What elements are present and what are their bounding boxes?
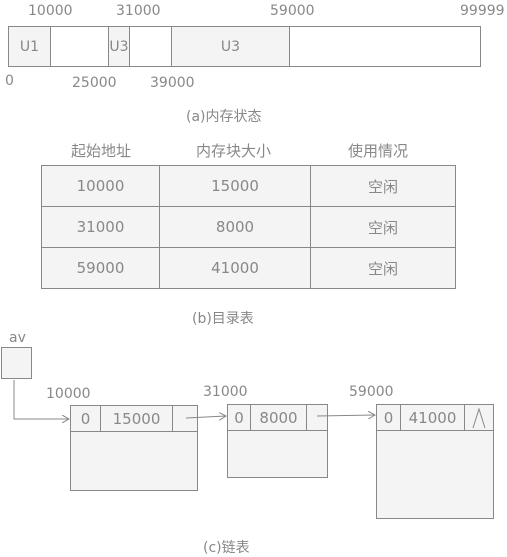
memory-bar: U1 U3 U3: [8, 26, 481, 67]
node2-to-node3-arrow: [316, 415, 375, 416]
list-node: 0 41000: [376, 404, 494, 519]
memory-free-block-1: [51, 27, 109, 66]
node-address-label: 10000: [46, 386, 91, 402]
table-cell: 15000: [159, 165, 311, 207]
memory-top-label-99999: 99999: [460, 3, 505, 19]
directory-header-start-address: 起始地址: [71, 142, 132, 160]
directory-table: 10000 15000 空闲 31000 8000 空闲 59000 41000…: [41, 165, 456, 289]
node-tag-field: 0: [228, 405, 251, 430]
null-link-field: [465, 405, 493, 430]
node-size-field: 41000: [401, 405, 465, 430]
table-cell: 空闲: [310, 165, 456, 207]
table-cell: 空闲: [310, 247, 456, 289]
node1-to-node2-arrow: [185, 416, 226, 418]
table-cell: 31000: [41, 206, 160, 248]
table-row: 10000 15000 空闲: [41, 165, 456, 207]
directory-header-usage: 使用情况: [348, 142, 409, 160]
table-cell: 空闲: [310, 206, 456, 248]
memory-bottom-label-25000: 25000: [72, 75, 117, 91]
list-node: 0 8000: [227, 404, 328, 478]
memory-top-label-31000: 31000: [116, 3, 161, 19]
caption-directory-table: (b)目录表: [192, 311, 254, 327]
caption-linked-list: (c)链表: [203, 540, 250, 556]
head-pointer-label: av: [9, 330, 26, 346]
list-node: 0 15000: [70, 405, 198, 491]
memory-free-block-2: [130, 27, 172, 66]
node-size-field: 8000: [251, 405, 307, 430]
directory-header-block-size: 内存块大小: [196, 142, 272, 160]
null-pointer-icon: [472, 406, 486, 428]
table-row: 59000 41000 空闲: [41, 247, 456, 289]
node-size-field: 15000: [101, 406, 173, 431]
head-to-node1-arrow: [13, 380, 69, 419]
table-row: 31000 8000 空闲: [41, 206, 456, 248]
node-tag-field: 0: [71, 406, 101, 431]
memory-block-u3-large: U3: [172, 27, 290, 66]
memory-block-u3-small: U3: [109, 27, 130, 66]
memory-bottom-label-0: 0: [5, 73, 14, 89]
node-address-label: 31000: [203, 384, 248, 400]
memory-top-label-10000: 10000: [28, 3, 73, 19]
caption-memory-state: (a)内存状态: [186, 109, 262, 125]
head-pointer-box: [1, 347, 32, 379]
node-address-label: 59000: [349, 384, 394, 400]
table-cell: 41000: [159, 247, 311, 289]
table-cell: 59000: [41, 247, 160, 289]
node-tag-field: 0: [377, 405, 401, 430]
table-cell: 10000: [41, 165, 160, 207]
memory-top-label-59000: 59000: [270, 3, 315, 19]
memory-block-u1: U1: [9, 27, 51, 66]
memory-bottom-label-39000: 39000: [150, 75, 195, 91]
